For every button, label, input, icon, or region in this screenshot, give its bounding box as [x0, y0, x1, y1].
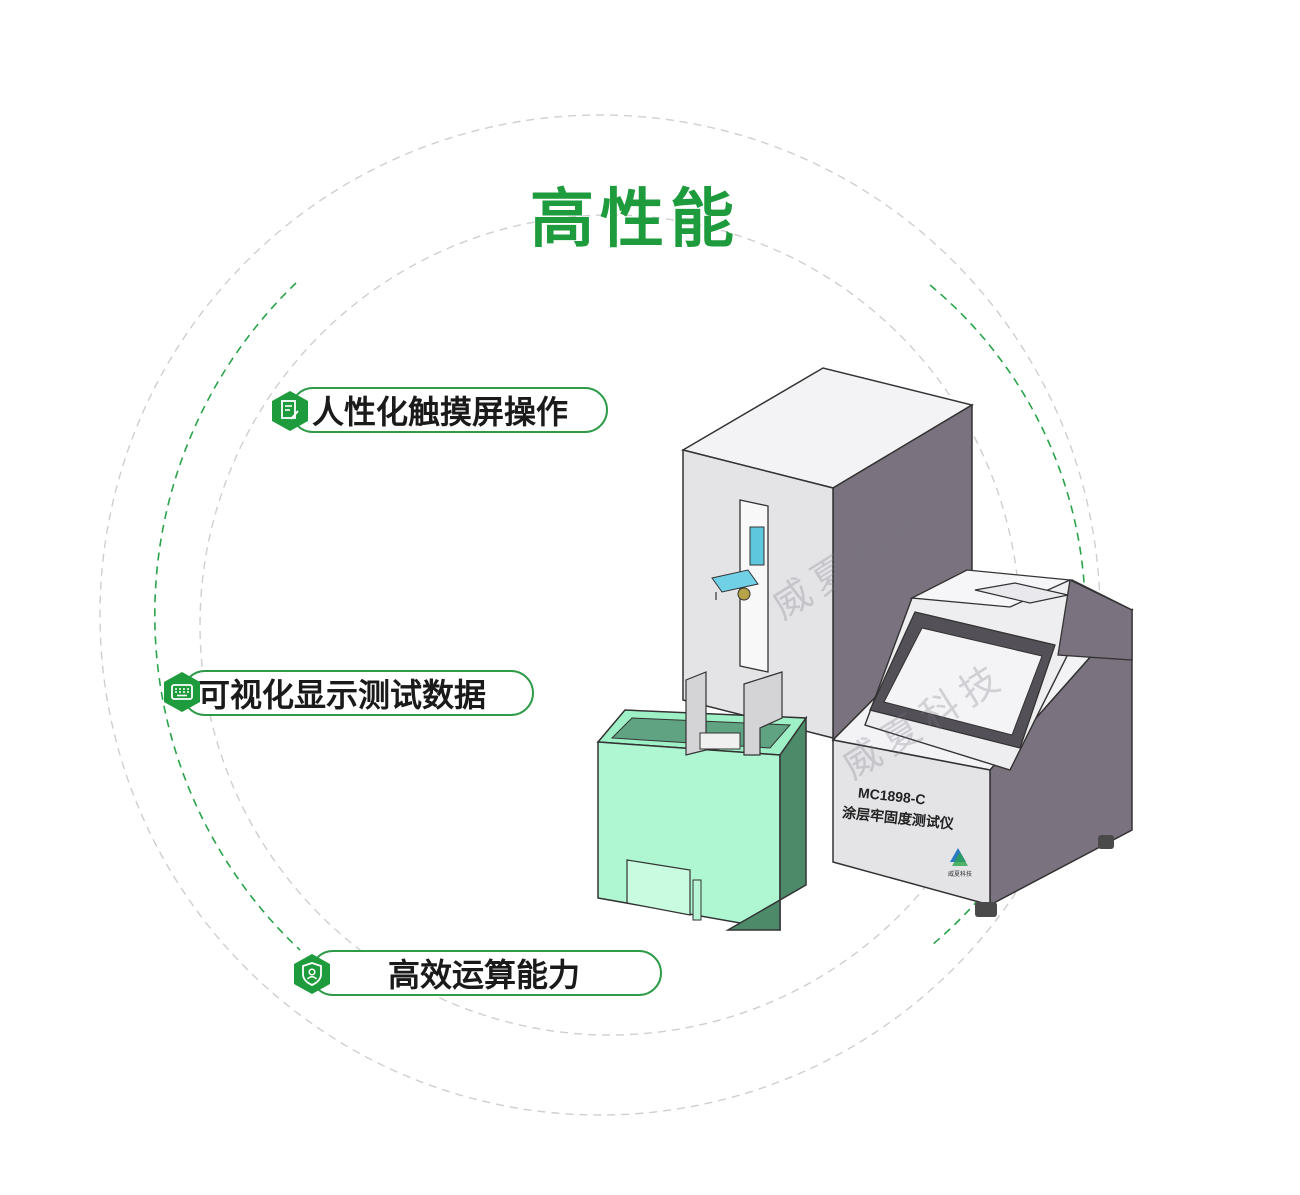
feature-label: 人性化触摸屏操作 [312, 393, 569, 431]
console-side [1057, 579, 1133, 661]
foot [975, 902, 997, 917]
document-edit-icon [270, 389, 310, 433]
foot [1098, 835, 1114, 849]
touchscreen-display [883, 627, 1043, 736]
clamp-knob [737, 587, 751, 601]
brand-logo [950, 848, 968, 866]
green-arc-right [929, 284, 1087, 946]
feature-label: 高效运算能力 [388, 956, 581, 994]
page-title: 高性能 [530, 183, 740, 257]
feature-pill-visual-data: 可视化显示测试数据 [182, 670, 534, 716]
brand-logo-text: 威夏科技 [948, 871, 973, 878]
feature-label: 可视化显示测试数据 [198, 676, 487, 714]
feature-pill-touchscreen: 人性化触摸屏操作 [290, 387, 608, 433]
holder-right [743, 671, 783, 756]
tank-side-face [725, 715, 807, 931]
tank-handle [692, 879, 702, 921]
clamp-rod [749, 526, 765, 566]
clamp-head [711, 569, 759, 593]
feature-pill-computing: 高效运算能力 [310, 950, 662, 996]
specimen-clamp [699, 732, 741, 750]
tank-window [626, 859, 691, 916]
printer-slot [974, 582, 1069, 604]
keyboard-icon [162, 670, 202, 714]
shield-user-icon [292, 952, 332, 996]
green-arc-left [154, 282, 301, 951]
